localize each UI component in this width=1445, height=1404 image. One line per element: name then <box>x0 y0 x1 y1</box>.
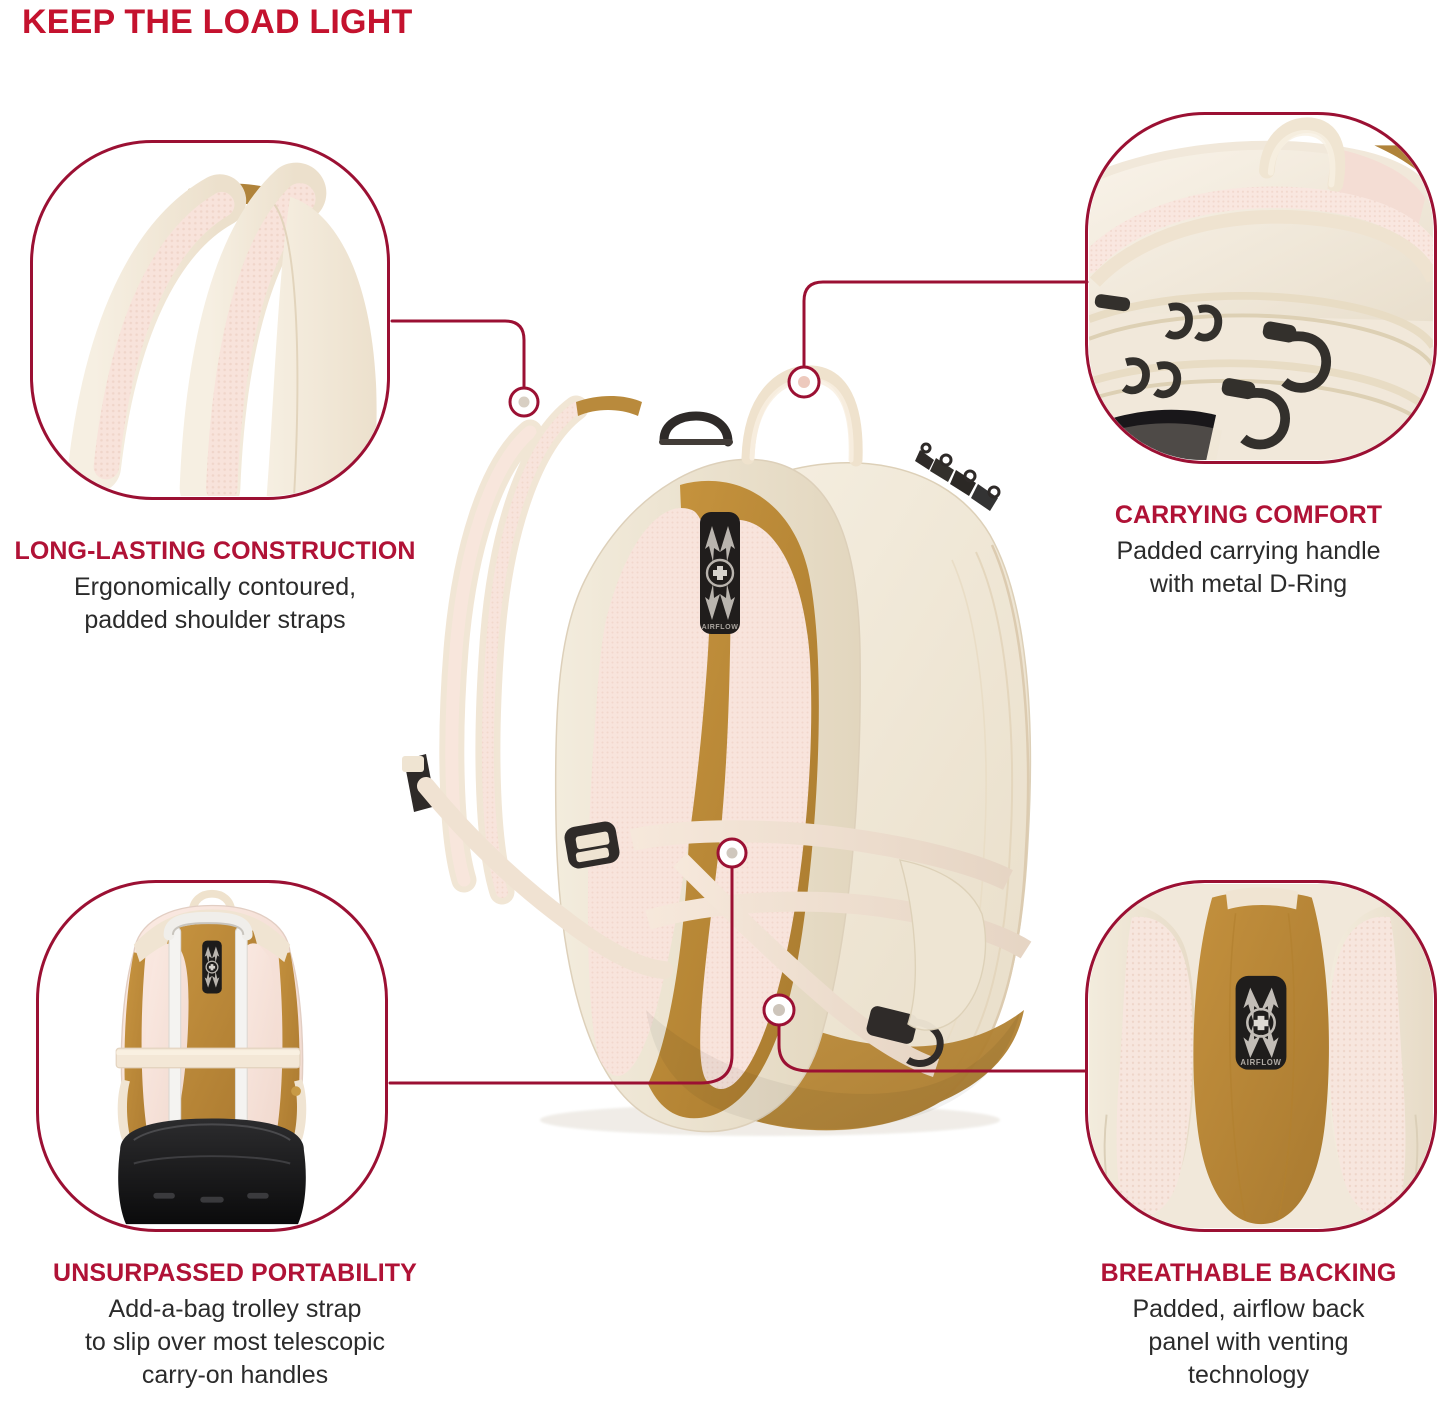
carrying-handle <box>741 365 863 467</box>
zipper-pull-group-2 <box>1121 357 1290 450</box>
page-title: KEEP THE LOAD LIGHT <box>22 3 413 41</box>
caption-heading: UNSURPASSED PORTABILITY <box>53 1259 417 1287</box>
caption-body: Padded carrying handle with metal D-Ring <box>1052 535 1445 601</box>
bag-body-edge <box>266 196 377 496</box>
callout-carrying-comfort <box>1085 112 1437 464</box>
caption-heading: LONG-LASTING CONSTRUCTION <box>14 537 416 565</box>
callout-image-shoulder-straps <box>34 144 386 496</box>
caption-body: Ergonomically contoured, padded shoulder… <box>0 571 430 637</box>
carrying-handle-loop <box>1259 117 1346 193</box>
airflow-badge: AIRFLOW <box>700 512 740 634</box>
product-image-backpack: AIRFLOW <box>380 320 1070 1140</box>
caption-body-line: Ergonomically contoured, <box>73 573 357 601</box>
backpack-rear-view <box>117 889 307 1178</box>
strap-inner-mesh <box>206 183 316 496</box>
strap-top-tab <box>576 396 642 416</box>
caption-heading: CARRYING COMFORT <box>1114 501 1383 529</box>
svg-text:AIRFLOW: AIRFLOW <box>702 624 739 631</box>
caption-body-line: Padded, airflow back <box>1132 1295 1365 1323</box>
callout-image-back-panel: AIRFLOW <box>1089 884 1433 1228</box>
callout-unsurpassed-portability <box>36 880 388 1232</box>
trolley-strap <box>115 1047 301 1069</box>
caption-unsurpassed-portability: UNSURPASSED PORTABILITY Add-a-bag trolle… <box>16 1258 454 1392</box>
caption-body-line: carry-on handles <box>141 1361 329 1389</box>
caption-body-line: to slip over most telescopic <box>84 1328 386 1356</box>
zipper-tape-1 <box>1089 292 1433 349</box>
caption-heading: BREATHABLE BACKING <box>1100 1259 1397 1287</box>
caption-body-line: panel with venting <box>1148 1328 1349 1356</box>
zipper-pull-group-1 <box>1094 294 1332 393</box>
adjuster-buckle <box>564 821 620 869</box>
caption-body-line: technology <box>1188 1361 1309 1389</box>
strap-outer-mesh <box>93 191 235 480</box>
caption-long-lasting-construction: LONG-LASTING CONSTRUCTION Ergonomically … <box>0 536 430 637</box>
callout-image-trolley-strap <box>40 884 384 1228</box>
caption-body: Padded, airflow back panel with venting … <box>1052 1293 1445 1392</box>
caption-breathable-backing: BREATHABLE BACKING Padded, airflow back … <box>1052 1258 1445 1392</box>
bag-interior-dark <box>1089 409 1217 460</box>
metal-d-ring <box>659 411 733 447</box>
callout-long-lasting-construction <box>30 140 390 500</box>
caption-body-line: padded shoulder straps <box>84 606 346 634</box>
airflow-badge-small <box>202 940 222 994</box>
caption-body: Add-a-bag trolley strap to slip over mos… <box>16 1293 454 1392</box>
caption-body-line: Add-a-bag trolley strap <box>108 1295 362 1323</box>
caption-carrying-comfort: CARRYING COMFORT Padded carrying handle … <box>1052 500 1445 601</box>
callout-image-carrying-handle <box>1089 116 1433 460</box>
tan-tab <box>1374 145 1433 187</box>
caption-body-line: with metal D-Ring <box>1149 570 1348 598</box>
rolling-suitcase <box>118 1118 306 1225</box>
mesh-pad-right <box>1329 916 1406 1217</box>
zipper-pulls <box>915 442 1001 511</box>
callout-breathable-backing: AIRFLOW <box>1085 880 1437 1232</box>
airflow-badge-large: AIRFLOW <box>1235 975 1287 1070</box>
mesh-pad-left <box>1116 916 1193 1217</box>
mesh-piping <box>1089 186 1433 274</box>
caption-body-line: Padded carrying handle <box>1116 537 1381 565</box>
airflow-badge-text: AIRFLOW <box>1240 1058 1281 1067</box>
side-pocket <box>899 859 987 1031</box>
